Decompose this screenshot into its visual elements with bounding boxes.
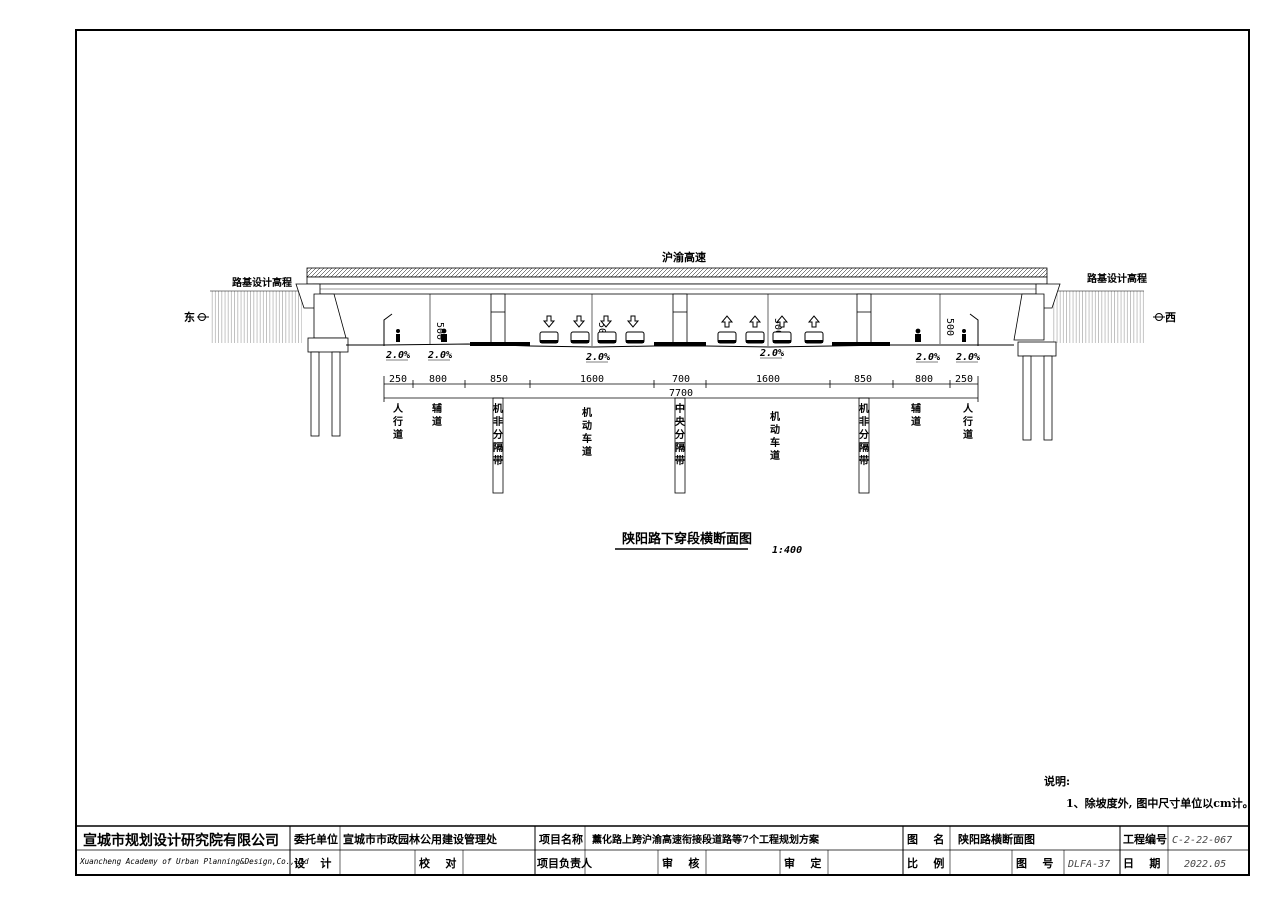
client-value: 宣城市市政园林公用建设管理处 bbox=[343, 832, 498, 846]
wheels bbox=[540, 340, 823, 343]
sheet-no-label: 图 号 bbox=[1016, 857, 1053, 870]
clearance-label: 500 bbox=[596, 322, 607, 340]
drawing-caption: 陕阳路下穿段横断面图 bbox=[622, 531, 752, 547]
bridge-deck bbox=[306, 267, 1048, 295]
arrow-up-icon bbox=[720, 315, 821, 328]
clearance-label: 500 bbox=[434, 322, 445, 340]
pedestrian-icon bbox=[396, 329, 966, 342]
left-abutment bbox=[295, 283, 349, 437]
dimension-line bbox=[383, 376, 979, 402]
width-label: 850 bbox=[490, 374, 508, 385]
direction-arrow-left-icon bbox=[197, 313, 209, 321]
approve-label: 审 定 bbox=[784, 856, 821, 870]
lane-label: 机非分隔带 bbox=[859, 402, 869, 467]
drawing-name-value: 陕阳路横断面图 bbox=[958, 832, 1035, 846]
review-label: 审 核 bbox=[662, 856, 699, 870]
clearance-dimension-lines bbox=[429, 294, 941, 346]
lane-label: 辅道 bbox=[432, 402, 442, 428]
check-label: 校 对 bbox=[419, 856, 456, 870]
project-value: 薰化路上跨沪渝高速衔接段道路等7个工程规划方案 bbox=[592, 833, 820, 846]
sheet-no-value: DLFA-37 bbox=[1067, 859, 1110, 870]
lane-label: 辅道 bbox=[911, 402, 921, 428]
width-label: 700 bbox=[672, 374, 690, 385]
drawing-scale: 1:400 bbox=[772, 545, 802, 556]
lane-label: 机非分隔带 bbox=[493, 402, 503, 467]
width-label: 250 bbox=[389, 374, 407, 385]
width-label: 250 bbox=[955, 374, 973, 385]
lamp-post-icon bbox=[383, 313, 979, 342]
leader-label: 项目负责人 bbox=[537, 856, 593, 870]
drawing-name-label: 图 名 bbox=[907, 832, 944, 846]
direction-west: 西 bbox=[1165, 311, 1176, 324]
width-label: 1600 bbox=[756, 374, 780, 385]
project-no-value: C-2-22-067 bbox=[1172, 835, 1232, 846]
total-width-label: 7700 bbox=[669, 388, 693, 399]
slope-label: 2.0% bbox=[915, 352, 940, 363]
piers bbox=[490, 293, 872, 494]
project-no-label: 工程编号 bbox=[1123, 832, 1167, 846]
notes-heading: 说明: bbox=[1044, 774, 1070, 788]
right-abutment bbox=[1013, 283, 1061, 441]
design-label: 设 计 bbox=[294, 856, 331, 870]
slope-label: 2.0% bbox=[759, 348, 784, 359]
left-embankment bbox=[210, 291, 302, 343]
separators bbox=[470, 342, 890, 346]
cyclist-icon bbox=[441, 328, 921, 342]
roadbed-label-left: 路基设计高程 bbox=[232, 276, 292, 289]
client-label: 委托单位 bbox=[293, 832, 338, 846]
direction-arrow-right-icon bbox=[1153, 313, 1165, 321]
clearance-label: 500 bbox=[772, 318, 783, 336]
slope-label: 2.0% bbox=[955, 352, 980, 363]
clearance-label: 500 bbox=[944, 318, 955, 336]
company-name: 宣城市规划设计研究院有限公司 bbox=[83, 832, 279, 849]
company-name-en: Xuancheng Academy of Urban Planning&Desi… bbox=[79, 857, 309, 866]
width-label: 1600 bbox=[580, 374, 604, 385]
lane-label: 机动车道 bbox=[582, 406, 592, 458]
notes-line: 1、除坡度外, 图中尺寸单位以cm计。 bbox=[1066, 796, 1254, 810]
slope-label: 2.0% bbox=[585, 352, 610, 363]
date-label: 日 期 bbox=[1123, 856, 1160, 870]
lane-label: 中央分隔带 bbox=[675, 402, 686, 467]
right-embankment bbox=[1052, 291, 1144, 343]
width-label: 850 bbox=[854, 374, 872, 385]
slope-label: 2.0% bbox=[385, 350, 410, 361]
date-value: 2022.05 bbox=[1184, 859, 1226, 870]
lane-label: 人行道 bbox=[392, 402, 404, 441]
lane-label: 机动车道 bbox=[770, 410, 780, 462]
roadbed-label-right: 路基设计高程 bbox=[1087, 272, 1147, 285]
sheet-border bbox=[75, 29, 1250, 876]
highway-label: 沪渝高速 bbox=[662, 250, 706, 264]
project-label: 项目名称 bbox=[539, 832, 583, 846]
arrow-down-icon bbox=[542, 315, 640, 328]
slope-label: 2.0% bbox=[427, 350, 452, 361]
lane-label: 人行道 bbox=[962, 402, 974, 441]
width-label: 800 bbox=[915, 374, 933, 385]
direction-east: 东 bbox=[184, 310, 195, 324]
scale-label: 比 例 bbox=[907, 856, 944, 870]
width-label: 800 bbox=[429, 374, 447, 385]
title-block bbox=[76, 825, 1249, 875]
